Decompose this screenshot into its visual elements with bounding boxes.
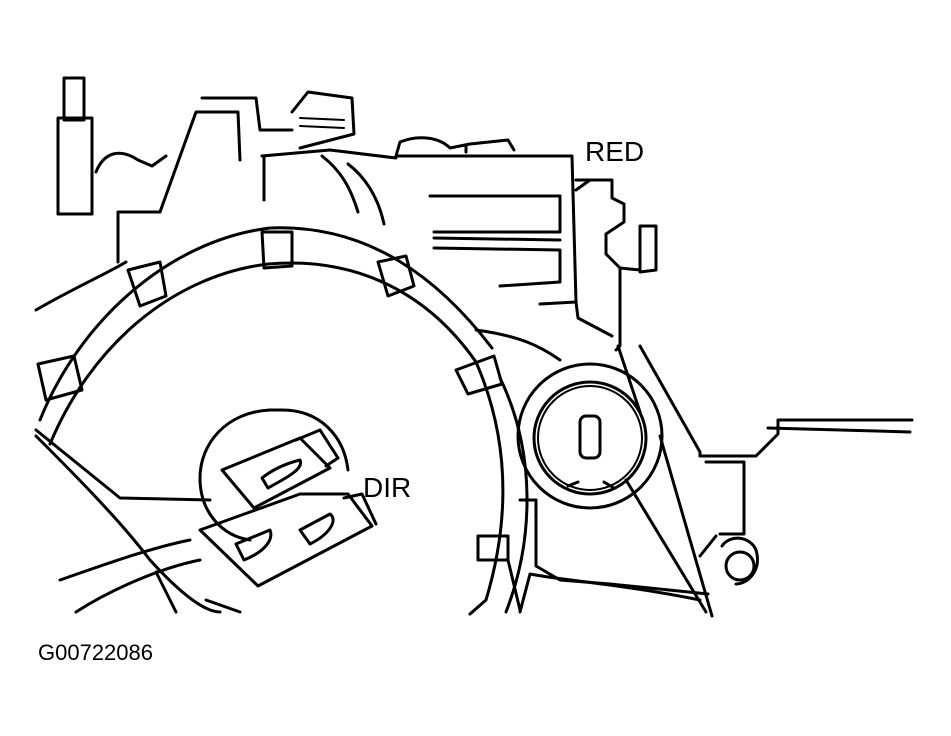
lower-bracket bbox=[34, 328, 914, 618]
red-label: RED bbox=[585, 136, 645, 167]
sensor-plate-arc bbox=[36, 226, 529, 616]
wiring-connector bbox=[58, 408, 378, 614]
upper-left-post bbox=[56, 76, 94, 216]
transmission-case-outline bbox=[34, 90, 516, 312]
figure-id: G00722086 bbox=[38, 640, 153, 665]
solenoid-block bbox=[396, 154, 658, 352]
dir-label: DIR bbox=[363, 472, 412, 503]
manual-shaft-ring bbox=[516, 362, 664, 510]
